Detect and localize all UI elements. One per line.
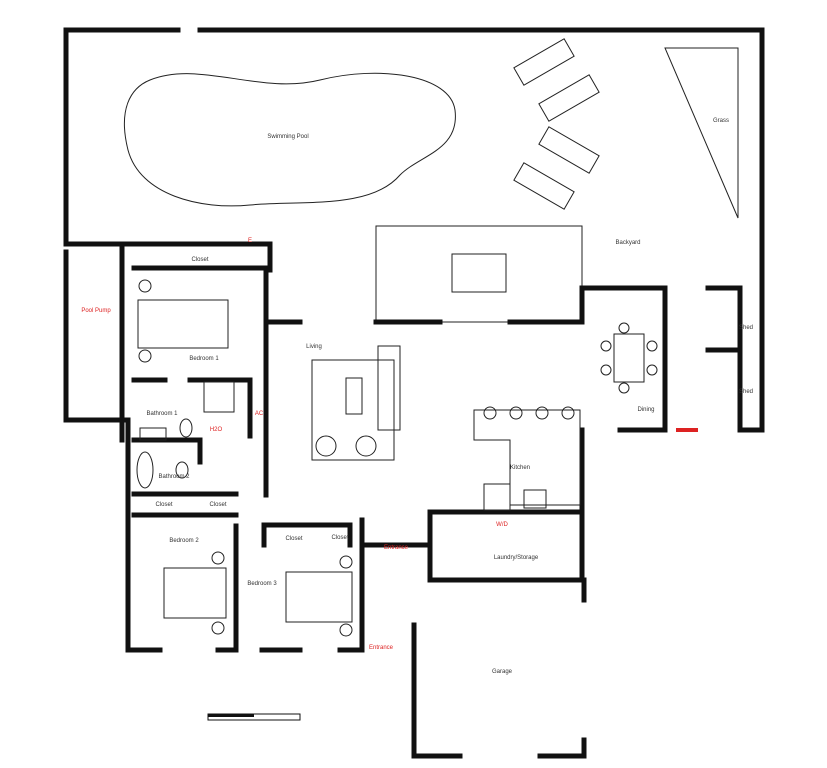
label-shed-2: Shed bbox=[739, 389, 753, 395]
label-garage: Garage bbox=[492, 669, 513, 675]
label-bathroom-2: Bathroom 2 bbox=[158, 474, 190, 480]
label-entrance-2: Entrance bbox=[369, 645, 394, 651]
label-laundry: Laundry/Storage bbox=[494, 555, 539, 561]
label-closet-master: Closet bbox=[191, 257, 208, 263]
label-swimming-pool: Swimming Pool bbox=[267, 134, 308, 140]
label-grass: Grass bbox=[713, 118, 729, 124]
label-shed-1: Shed bbox=[739, 325, 753, 331]
label-ac: AC bbox=[255, 411, 264, 417]
patio bbox=[375, 225, 583, 323]
label-h2o: H2O bbox=[210, 427, 223, 433]
house-walls bbox=[119, 241, 743, 759]
label-entrance-1: Entrance bbox=[384, 545, 409, 551]
label-closet-b3b: Closet bbox=[331, 535, 348, 541]
label-pool-pump: Pool Pump bbox=[81, 308, 111, 314]
gate-marker bbox=[676, 428, 698, 432]
living-furniture bbox=[311, 345, 401, 461]
bathroom-fixtures bbox=[136, 381, 235, 489]
label-e: E bbox=[248, 238, 252, 244]
dining-table bbox=[600, 322, 658, 394]
pool-pump-room bbox=[63, 249, 131, 423]
label-bedroom-2: Bedroom 2 bbox=[169, 538, 199, 544]
label-backyard: Backyard bbox=[615, 240, 640, 246]
label-living: Living bbox=[306, 344, 322, 350]
label-bathroom-1: Bathroom 1 bbox=[146, 411, 178, 417]
label-wd: W/D bbox=[496, 522, 508, 528]
label-closet-b2b: Closet bbox=[209, 502, 226, 508]
scale-bar bbox=[207, 713, 301, 721]
label-bedroom-1: Bedroom 1 bbox=[189, 356, 219, 362]
label-bedroom-3: Bedroom 3 bbox=[247, 581, 277, 587]
label-closet-b3a: Closet bbox=[285, 536, 302, 542]
swimming-pool bbox=[124, 72, 456, 207]
kitchen-counters bbox=[473, 406, 581, 511]
grass-area bbox=[664, 47, 739, 219]
beds bbox=[137, 279, 353, 637]
yard-fence bbox=[63, 27, 181, 247]
lounge-chairs bbox=[513, 38, 600, 210]
label-kitchen: Kitchen bbox=[510, 465, 530, 471]
label-dining: Dining bbox=[637, 407, 654, 413]
label-closet-b2a: Closet bbox=[155, 502, 172, 508]
